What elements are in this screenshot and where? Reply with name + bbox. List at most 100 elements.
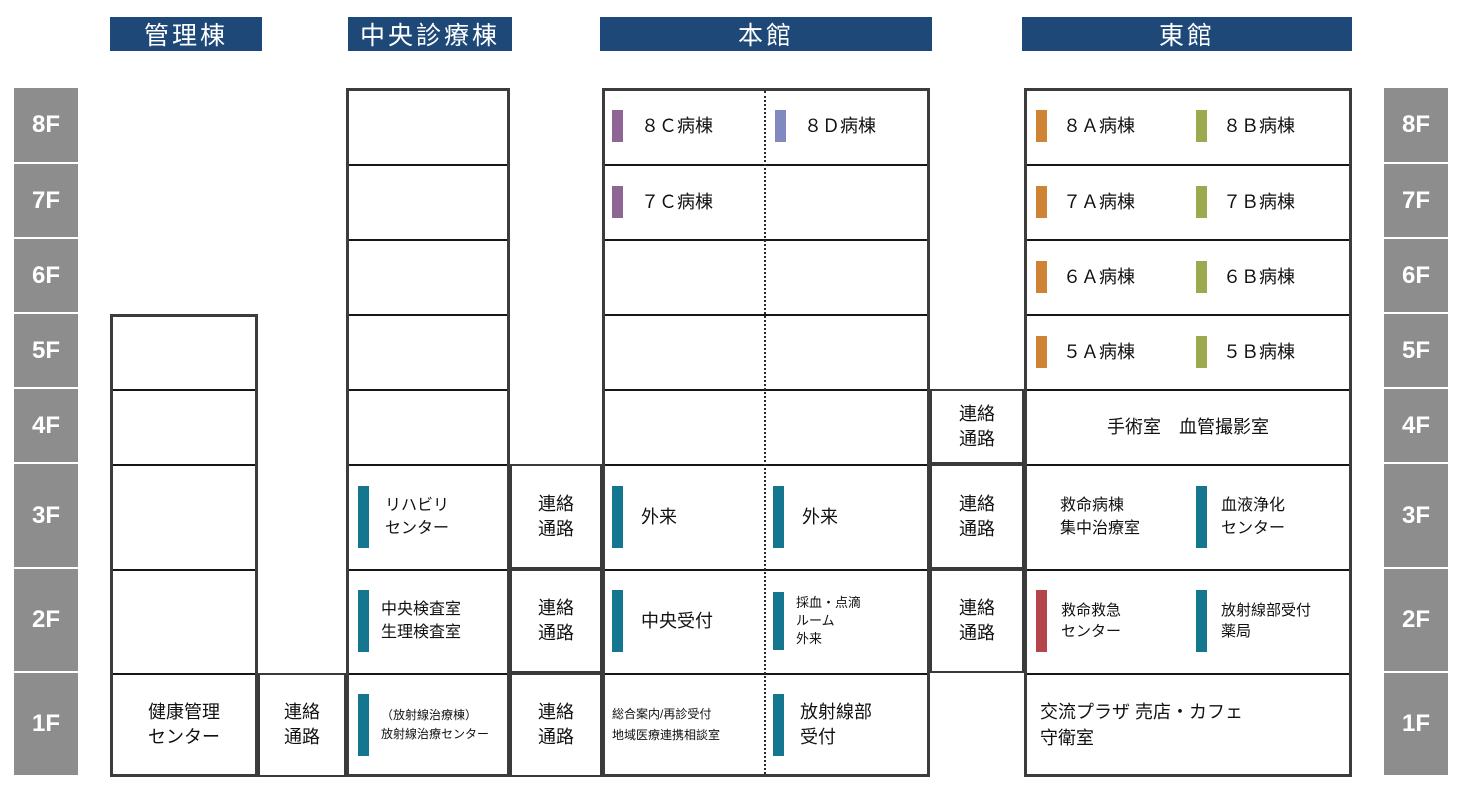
room-main-8f-8d-ward-text-line: ８Ｄ病棟 [804, 116, 876, 136]
room-central-2f-labs: 中央検査室生理検査室 [346, 569, 510, 673]
room-east-6f-6a-ward: ６Ａ病棟 [1024, 239, 1188, 314]
floor-tab-right-4f: 4F [1384, 389, 1448, 462]
marker-teal [773, 485, 784, 548]
room-main-2f-central-reception-label: 中央受付 [641, 609, 713, 633]
room-east-8f-8b-ward: ８Ｂ病棟 [1188, 88, 1352, 164]
room-main-1f-radiology-reception-text-line: 放射線部 [800, 702, 872, 722]
room-east-3f-blood-purification-text-line: センター [1221, 519, 1286, 537]
room-central-1f-radiotherapy-center-text-line: 放射線治療センター [381, 727, 490, 741]
room-main-2f-blood-iv-room-label: 採血・点滴ルーム外来 [796, 594, 861, 648]
corridor-central-main-3f-text-line: 連絡 [538, 493, 574, 514]
floor-divider-line [349, 314, 507, 316]
room-east-3f-emergency-ward-text-line: 集中治療室 [1060, 519, 1141, 537]
marker-green [1196, 185, 1207, 218]
room-main-3f-outpatient-c: 外来 [602, 464, 761, 569]
room-main-2f-blood-iv-room-text-line: 外来 [796, 631, 823, 646]
floor-divider-line [605, 164, 927, 166]
room-main-1f-information-text-line: 総合案内/再診受付 [612, 707, 712, 721]
corridor-central-main-2f-text-line: 連絡 [538, 598, 574, 618]
room-main-3f-outpatient-c-label: 外来 [641, 505, 677, 529]
floor-tab-right-8f: 8F [1384, 88, 1448, 162]
corridor-central-main-1f: 連絡通路 [510, 673, 602, 777]
room-east-1f-plaza: 交流プラザ 売店・カフェ守衛室 [1024, 673, 1352, 777]
room-east-7f-7a-ward-label: ７Ａ病棟 [1063, 190, 1135, 214]
corridor-main-east-2f: 連絡通路 [930, 569, 1024, 673]
corridor-main-east-4f: 連絡通路 [930, 389, 1024, 464]
floor-divider-line [605, 673, 927, 675]
marker-orange [1036, 110, 1047, 142]
floor-tab-left-1f: 1F [14, 673, 78, 775]
floor-divider-line [349, 164, 507, 166]
corridor-admin-central-1f-label: 連絡通路 [284, 700, 320, 750]
room-east-7f-7b-ward-label: ７Ｂ病棟 [1223, 190, 1295, 214]
room-main-3f-outpatient-c-text-line: 外来 [641, 506, 677, 527]
floor-tab-left-6f: 6F [14, 239, 78, 312]
room-admin-1f-health-center-text-line: 健康管理 [148, 702, 220, 722]
room-main-2f-central-reception-text-line: 中央受付 [641, 611, 713, 631]
room-main-1f-radiology-reception: 放射線部受付 [763, 673, 930, 777]
corridor-central-main-2f: 連絡通路 [510, 569, 602, 673]
room-main-2f-blood-iv-room: 採血・点滴ルーム外来 [763, 569, 930, 673]
room-main-8f-8d-ward: ８Ｄ病棟 [763, 88, 930, 164]
room-central-3f-rehab-label: リハビリセンター [385, 494, 449, 540]
room-admin-1f-health-center-label: 健康管理センター [148, 700, 220, 750]
building-header-east: 東館 [1022, 17, 1352, 51]
room-east-7f-7a-ward: ７Ａ病棟 [1024, 164, 1188, 239]
building-box-central [346, 88, 510, 777]
floor-tab-right-5f: 5F [1384, 314, 1448, 387]
marker-teal [358, 694, 369, 756]
floor-tab-right-6f: 6F [1384, 239, 1448, 312]
marker-orange [1036, 260, 1047, 293]
room-east-5f-5a-ward-label: ５Ａ病棟 [1063, 340, 1135, 364]
room-east-1f-plaza-text-line: 交流プラザ 売店・カフェ [1040, 702, 1243, 722]
room-central-2f-labs-text-line: 生理検査室 [381, 624, 462, 641]
wing-divider-dotted-line [764, 91, 766, 774]
floor-tab-left-2f: 2F [14, 569, 78, 671]
floor-divider-line [113, 389, 255, 391]
building-header-main: 本館 [600, 17, 932, 51]
floor-divider-line [605, 389, 927, 391]
corridor-admin-central-1f-text-line: 連絡 [284, 702, 320, 722]
room-east-2f-radiology-reception-pharmacy-text-line: 放射線部受付 [1221, 602, 1312, 619]
room-east-3f-emergency-ward: 救命病棟集中治療室 [1024, 464, 1188, 569]
room-east-7f-7b-ward-text-line: ７Ｂ病棟 [1223, 191, 1295, 212]
room-central-2f-labs-text-line: 中央検査室 [381, 601, 462, 618]
marker-teal [773, 694, 784, 756]
floor-divider-line [113, 464, 255, 466]
room-central-1f-radiotherapy-center-text-line: （放射線治療棟） [381, 708, 478, 722]
marker-teal [358, 590, 369, 652]
room-main-8f-8c-ward: ８Ｃ病棟 [602, 88, 761, 164]
corridor-main-east-4f-label: 連絡通路 [959, 402, 995, 452]
corridor-main-east-2f-text-line: 通路 [959, 623, 995, 643]
marker-teal [358, 485, 369, 548]
room-main-8f-8c-ward-label: ８Ｃ病棟 [641, 114, 713, 138]
room-central-2f-labs-label: 中央検査室生理検査室 [381, 598, 461, 644]
marker-teal [612, 485, 623, 548]
marker-teal [773, 592, 784, 650]
room-east-2f-er-center-text-line: 救命救急 [1061, 602, 1122, 619]
corridor-main-east-4f-text-line: 連絡 [959, 403, 995, 424]
room-central-3f-rehab-text-line: センター [385, 519, 450, 537]
room-east-7f-7b-ward: ７Ｂ病棟 [1188, 164, 1352, 239]
floor-divider-line [605, 239, 927, 241]
room-central-3f-rehab-text-line: リハビリ [385, 496, 450, 514]
room-east-1f-plaza-text-line: 守衛室 [1040, 728, 1094, 748]
corridor-main-east-3f-text-line: 通路 [959, 518, 995, 539]
marker-teal [612, 590, 623, 652]
floor-divider-line [1027, 314, 1349, 316]
room-east-5f-5b-ward-text-line: ５Ｂ病棟 [1223, 341, 1295, 362]
floor-tab-right-2f: 2F [1384, 569, 1448, 671]
corridor-main-east-2f-text-line: 連絡 [959, 598, 995, 618]
room-east-6f-6a-ward-text-line: ６Ａ病棟 [1063, 266, 1135, 287]
room-east-4f-surgery: 手術室 血管撮影室 [1024, 389, 1352, 464]
room-main-7f-7c-ward-text-line: ７Ｃ病棟 [641, 191, 713, 212]
floor-tab-left-5f: 5F [14, 314, 78, 387]
room-east-2f-er-center-text-line: センター [1061, 623, 1122, 640]
floor-tab-right-7f: 7F [1384, 164, 1448, 237]
room-main-1f-radiology-reception-text-line: 受付 [800, 727, 836, 747]
room-east-3f-blood-purification-label: 血液浄化センター [1221, 494, 1285, 540]
floor-tab-right-1f: 1F [1384, 673, 1448, 775]
marker-purple [612, 110, 623, 142]
building-box-admin [110, 314, 258, 777]
corridor-main-east-4f-text-line: 通路 [959, 428, 995, 449]
